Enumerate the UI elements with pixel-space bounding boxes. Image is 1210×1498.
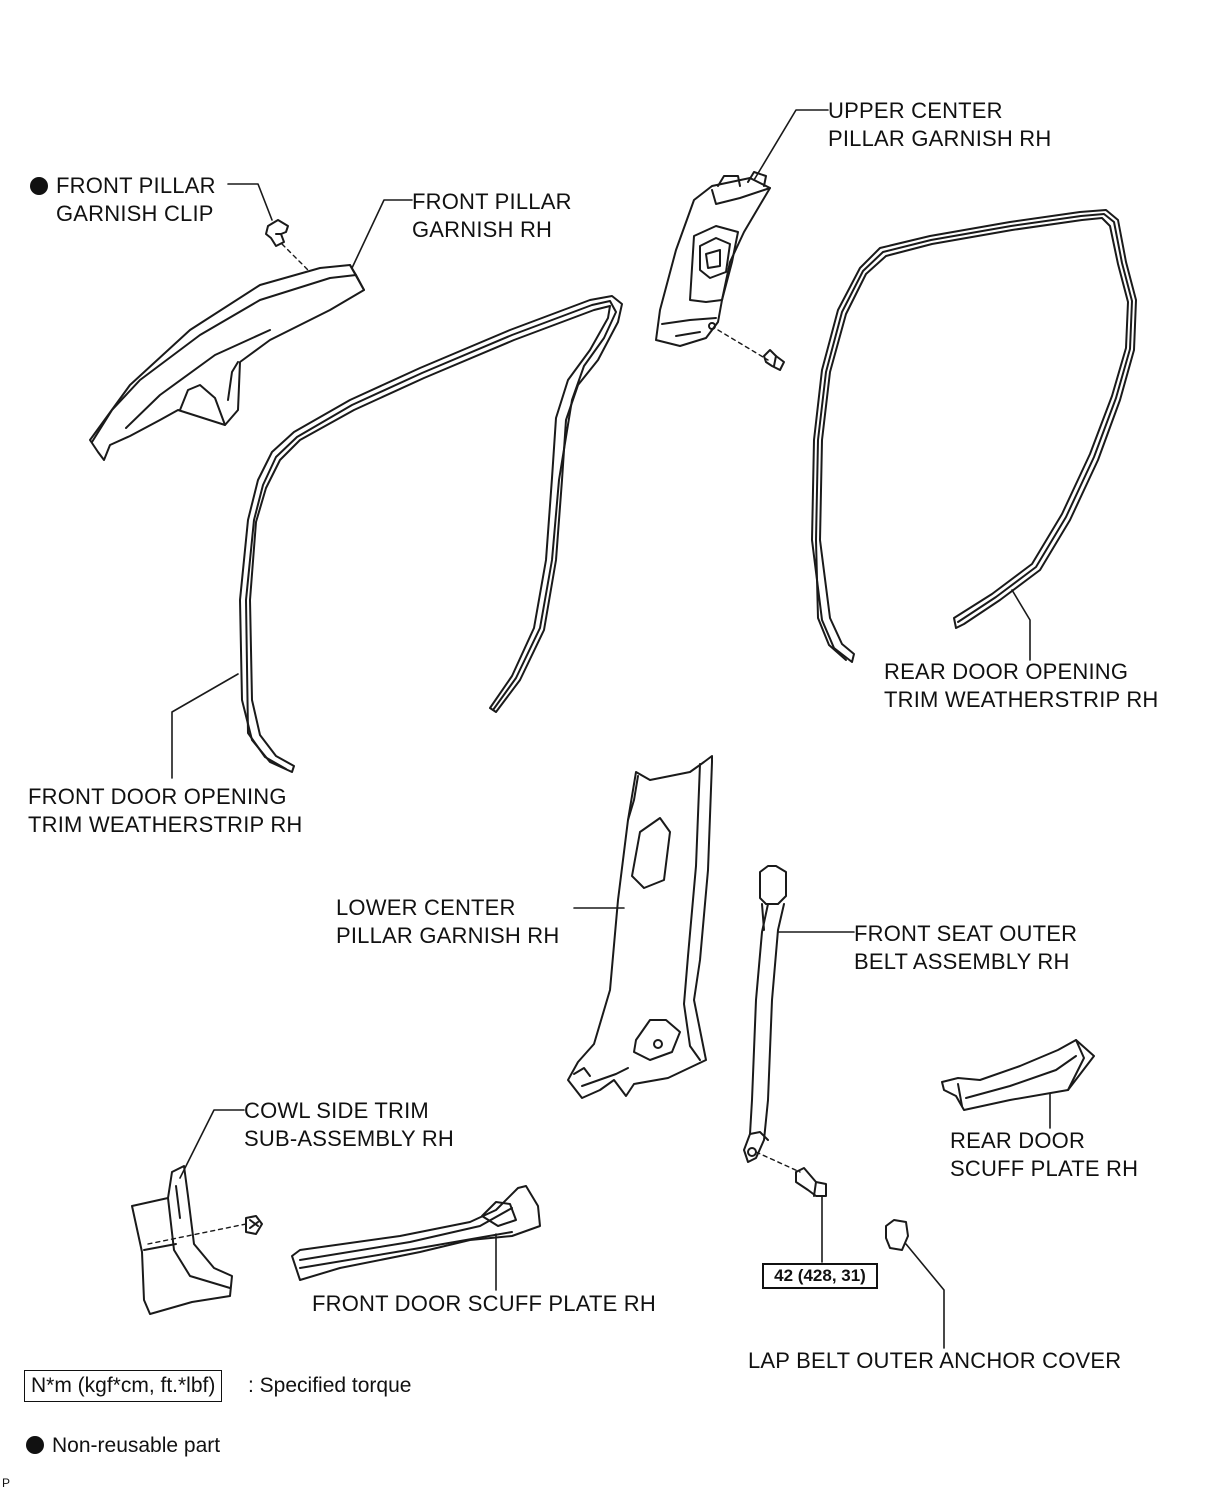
leader-lines (171, 109, 1051, 1349)
label-front-pillar-garnish-clip: FRONT PILLAR GARNISH CLIP (30, 172, 216, 228)
label-front-door-scuff-plate: FRONT DOOR SCUFF PLATE RH (312, 1291, 656, 1316)
belt-anchor-bolt (795, 1167, 827, 1197)
label-rear-door-scuff-plate: REAR DOOR SCUFF PLATE RH (950, 1128, 1139, 1181)
rear-door-scuff-part (941, 1039, 1095, 1111)
label-lower-center-pillar-garnish: LOWER CENTER PILLAR GARNISH RH (336, 895, 560, 948)
upper-pillar-screw (763, 349, 785, 371)
nonreusable-legend-dot-icon (26, 1436, 44, 1454)
front-door-scuff-part (291, 1185, 541, 1281)
front-seat-belt-part (743, 865, 787, 1163)
label-front-seat-outer-belt: FRONT SEAT OUTER BELT ASSEMBLY RH (854, 921, 1078, 974)
label-front-pillar-garnish: FRONT PILLAR GARNISH RH (412, 189, 572, 242)
torque-spec-box: 42 (428, 31) (762, 1263, 878, 1289)
legend-nonreusable: Non-reusable part (26, 1432, 220, 1460)
cowl-side-trim-part (131, 1165, 233, 1315)
rear-door-weatherstrip-part (811, 209, 1137, 663)
front-door-weatherstrip-part (239, 295, 623, 773)
label-front-door-weatherstrip: FRONT DOOR OPENING TRIM WEATHERSTRIP RH (28, 784, 303, 837)
label-upper-center-pillar-garnish: UPPER CENTER PILLAR GARNISH RH (828, 98, 1052, 151)
front-pillar-garnish-part (89, 264, 365, 461)
corner-mark: P (2, 1476, 11, 1490)
upper-center-pillar-part (655, 171, 771, 347)
belt-install-line (755, 1151, 801, 1173)
front-pillar-clip-part (265, 219, 289, 247)
upper-pillar-install-line (717, 329, 769, 361)
lower-center-pillar-part (567, 755, 713, 1099)
legend-torque-text: : Specified torque (248, 1374, 412, 1397)
label-cowl-side-trim: COWL SIDE TRIM SUB-ASSEMBLY RH (244, 1098, 455, 1151)
cowl-install-line (147, 1223, 247, 1245)
legend-torque-units-box: N*m (kgf*cm, ft.*lbf) (24, 1370, 223, 1402)
lap-belt-cover-part (885, 1219, 909, 1251)
nonreusable-dot-icon (30, 177, 48, 195)
cowl-clip-part (245, 1215, 263, 1235)
label-lap-belt-anchor-cover: LAP BELT OUTER ANCHOR COVER (748, 1348, 1122, 1373)
label-rear-door-weatherstrip: REAR DOOR OPENING TRIM WEATHERSTRIP RH (884, 659, 1159, 712)
